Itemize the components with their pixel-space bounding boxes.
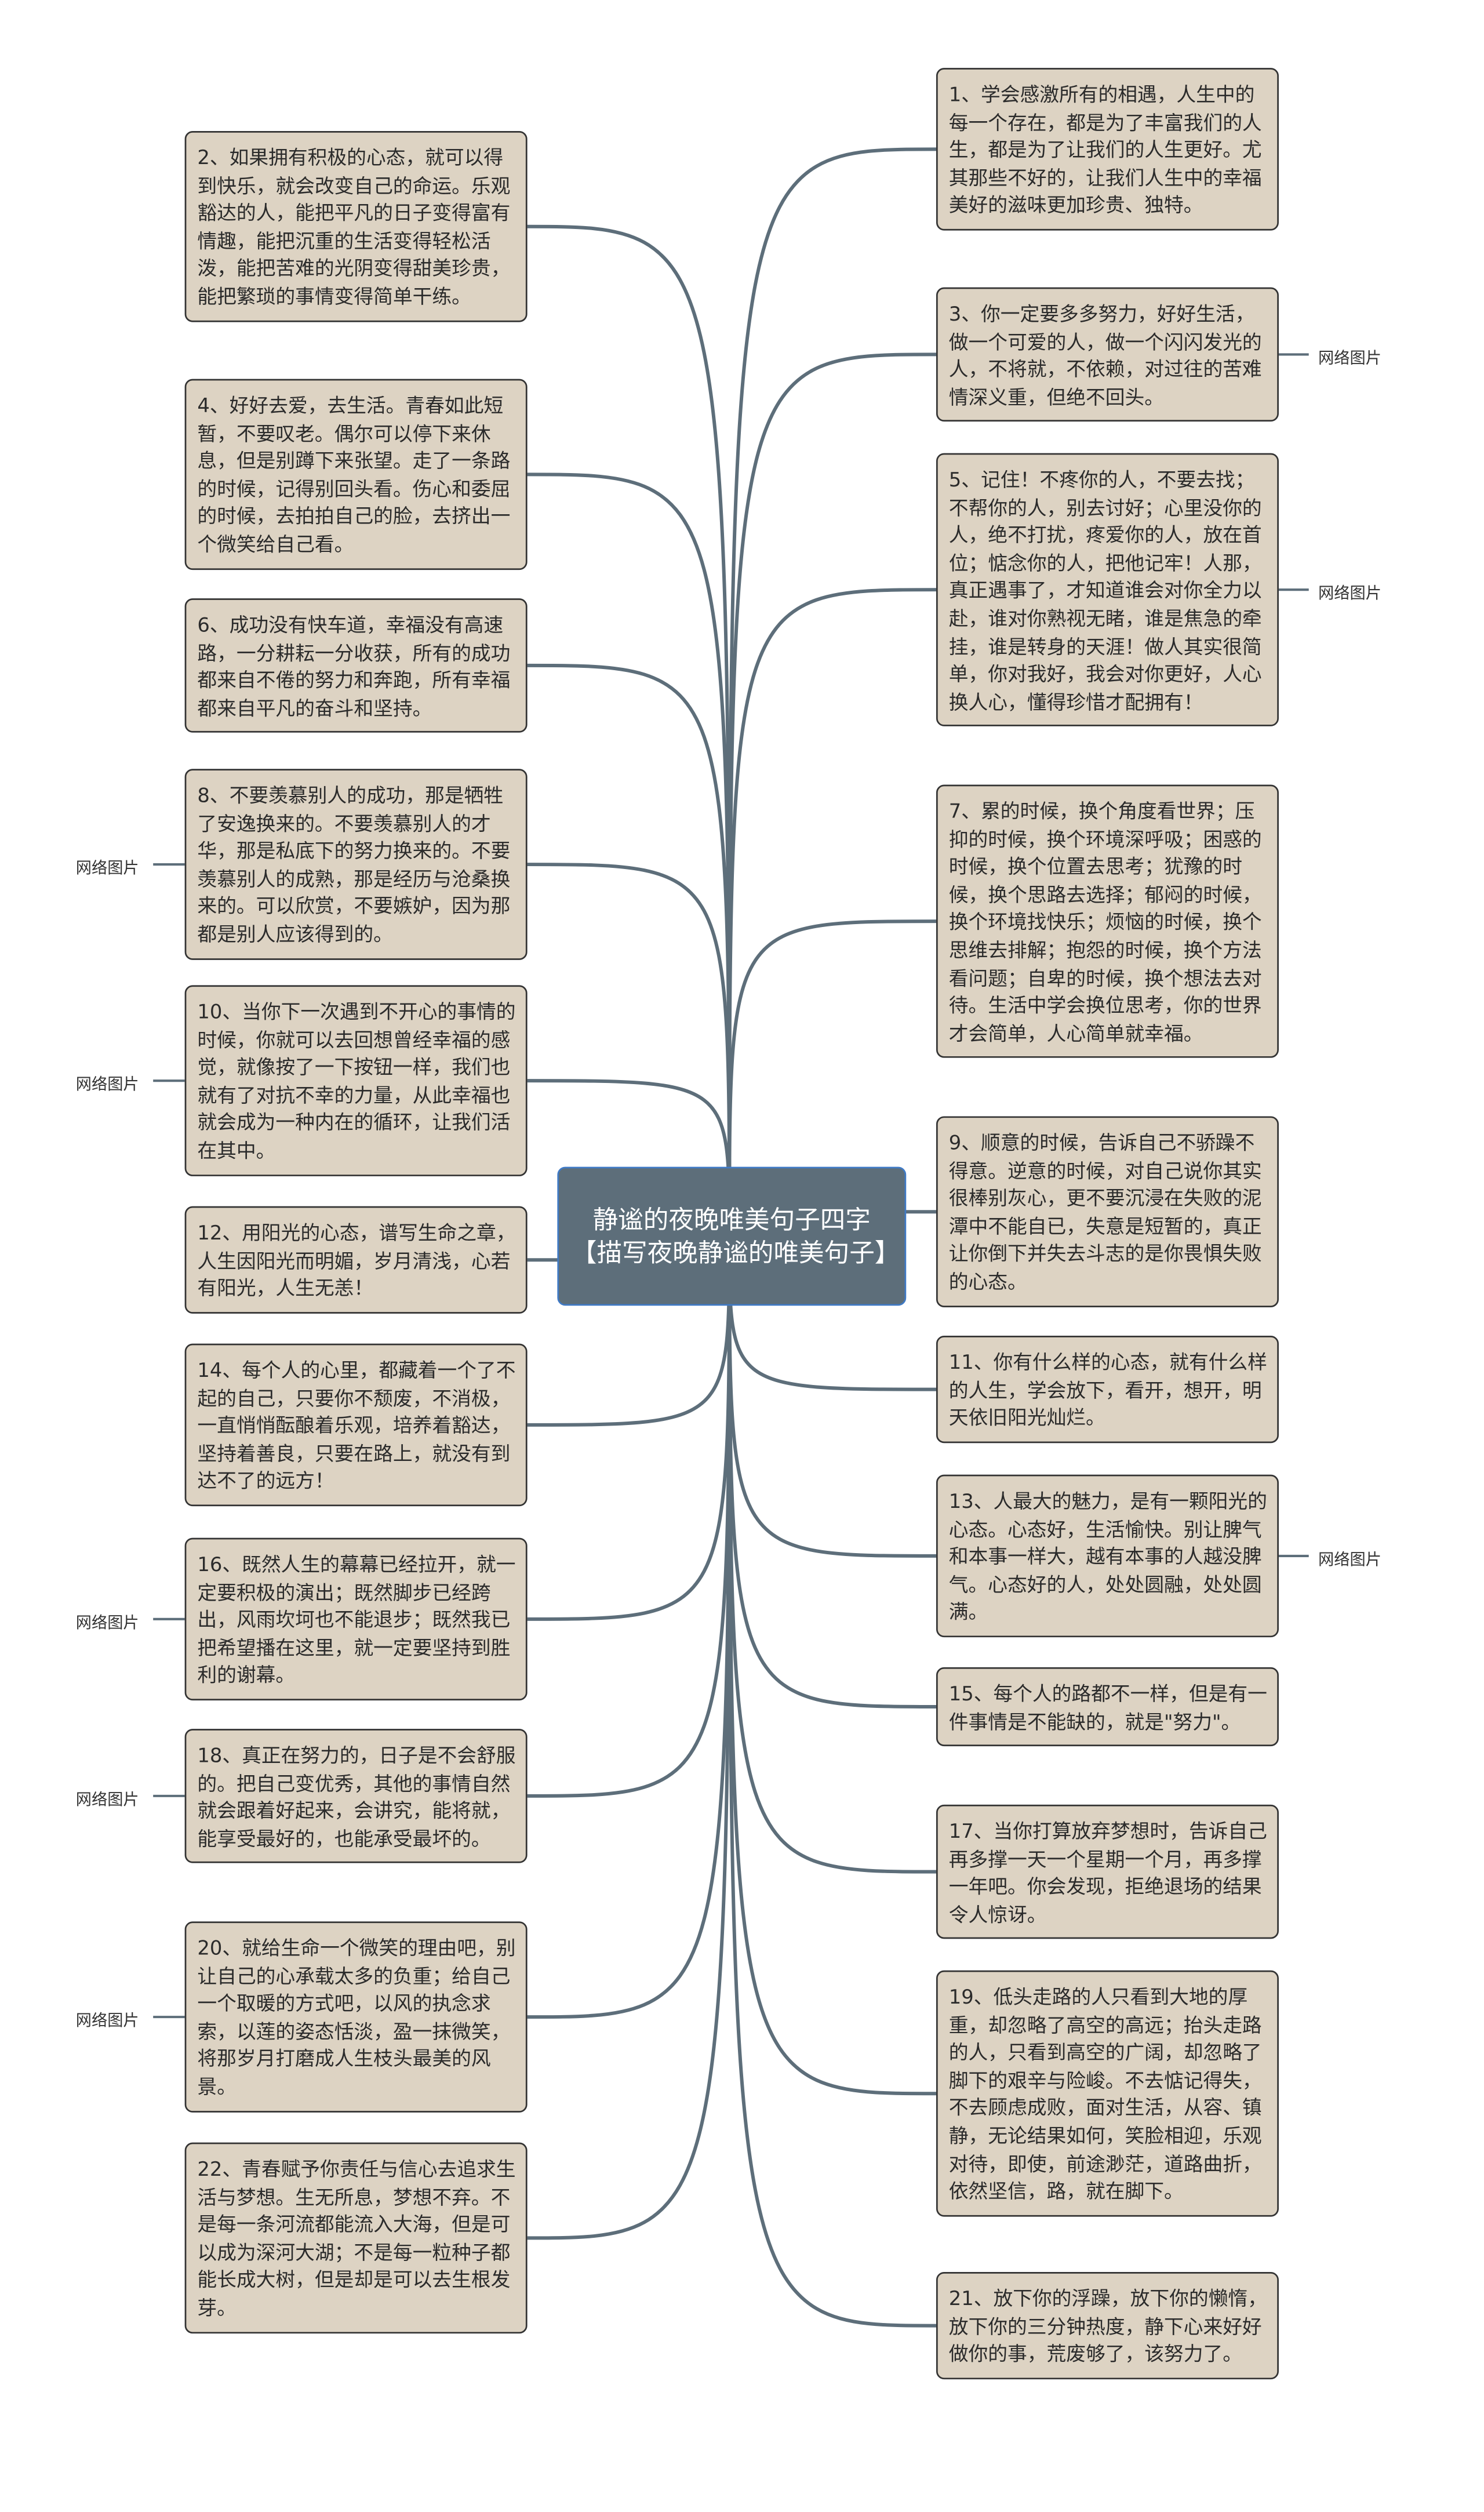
left-topic-11[interactable]: 22、青春赋予你责任与信心去追求生活与梦想。生无所息，梦想不弃。不是每一条河流都… xyxy=(184,2142,528,2333)
connector-right-10 xyxy=(728,1236,936,2096)
connector-right-8 xyxy=(728,1236,936,1708)
connector-right-3 xyxy=(728,588,936,1237)
right-topic-4[interactable]: 7、累的时候，换个角度看世界；压抑的时候，换个环境深呼吸；困惑的时候，换个位置去… xyxy=(936,784,1279,1059)
left-topic-2[interactable]: 4、好好去爱，去生活。青春如此短暂，不要叹老。偶尔可以停下来休息，但是别蹲下来张… xyxy=(184,379,528,569)
image-note-label: 网络图片 xyxy=(75,859,139,877)
connector-left-9 xyxy=(527,1236,732,1798)
image-note-label: 网络图片 xyxy=(75,1614,139,1632)
left-topic-6[interactable]: 12、用阳光的心态，谱写生命之章，人生因阳光而明媚，岁月清浅，心若有阳光，人生无… xyxy=(184,1206,528,1314)
connector-right-11 xyxy=(728,1236,936,2328)
connector-right-1 xyxy=(728,147,936,1237)
central-topic[interactable]: 静谧的夜晚唯美句子四字【描写夜晚静谧的唯美句子】 xyxy=(557,1166,907,1306)
left-topic-8[interactable]: 16、既然人生的幕幕已经拉开，就一定要积极的演出；既然脚步已经跨出，风雨坎坷也不… xyxy=(184,1537,528,1701)
left-topic-9[interactable]: 18、真正在努力的，日子是不会舒服的。把自己变优秀，其他的事情自然就会跟着好起来… xyxy=(184,1729,528,1864)
image-note-label: 网络图片 xyxy=(75,2012,139,2030)
connector-right-2 xyxy=(728,352,936,1237)
central-topic-text: 静谧的夜晚唯美句子四字【描写夜晚静谧的唯美句子】 xyxy=(571,1204,900,1268)
connector-left-2 xyxy=(527,472,732,1237)
connector-left-1 xyxy=(527,224,732,1237)
connector-right-4 xyxy=(728,919,936,1237)
right-topic-5[interactable]: 9、顺意的时候，告诉自己不骄躁不得意。逆意的时候，对自己说你其实很棒别灰心，更不… xyxy=(936,1116,1279,1307)
left-topic-1[interactable]: 2、如果拥有积极的心态，就可以得到快乐，就会改变自己的命运。乐观豁达的人，能把平… xyxy=(184,131,528,322)
right-topic-1[interactable]: 1、学会感激所有的相遇，人生中的每一个存在，都是为了丰富我们的人生，都是为了让我… xyxy=(936,68,1279,231)
right-topic-11[interactable]: 21、放下你的浮躁，放下你的懒惰，放下你的三分钟热度，静下心来好好做你的事，荒废… xyxy=(936,2271,1279,2379)
left-topic-7[interactable]: 14、每个人的心里，都藏着一个了不起的自己，只要你不颓废，不消极，一直悄悄酝酿着… xyxy=(184,1343,528,1507)
right-topic-7[interactable]: 13、人最大的魅力，是有一颗阳光的心态。心态好，生活愉快。别让脾气和本事一样大，… xyxy=(936,1474,1279,1638)
image-note-label: 网络图片 xyxy=(1318,350,1381,368)
right-topic-2[interactable]: 3、你一定要多多努力，好好生活，做一个可爱的人，做一个闪闪发光的人，不将就，不依… xyxy=(936,287,1279,423)
image-note-label: 网络图片 xyxy=(1318,1551,1381,1569)
left-topic-5[interactable]: 10、当你下一次遇到不开心的事情的时候，你就可以去回想曾经幸福的感觉，就像按了一… xyxy=(184,985,528,1176)
image-note-label: 网络图片 xyxy=(1318,585,1381,602)
right-topic-3[interactable]: 5、记住！不疼你的人，不要去找；不帮你的人，别去讨好；心里没你的人，绝不打扰，疼… xyxy=(936,453,1279,727)
connector-left-10 xyxy=(527,1236,732,2019)
image-note-label: 网络图片 xyxy=(75,1791,139,1809)
left-topic-10[interactable]: 20、就给生命一个微笑的理由吧，别让自己的心承载太多的负重；给自己一个取暖的方式… xyxy=(184,1921,528,2112)
right-topic-6[interactable]: 11、你有什么样的心态，就有什么样的人生，学会放下，看开，想开，明天依旧阳光灿烂… xyxy=(936,1335,1279,1443)
connector-left-3 xyxy=(527,663,732,1237)
left-topic-3[interactable]: 6、成功没有快车道，幸福没有高速路，一分耕耘一分收获，所有的成功都来自不倦的努力… xyxy=(184,598,528,733)
right-topic-8[interactable]: 15、每个人的路都不一样，但是有一件事情是不能缺的，就是"努力"。 xyxy=(936,1667,1279,1747)
right-topic-10[interactable]: 19、低头走路的人只看到大地的厚重，却忽略了高空的高远；抬头走路的人，只看到高空… xyxy=(936,1970,1279,2216)
image-note-label: 网络图片 xyxy=(75,1075,139,1093)
right-topic-9[interactable]: 17、当你打算放弃梦想时，告诉自己再多撑一天一个星期一个月，再多撑一年吧。你会发… xyxy=(936,1804,1279,1940)
left-topic-4[interactable]: 8、不要羡慕别人的成功，那是牺牲了安逸换来的。不要羡慕别人的才华，那是私底下的努… xyxy=(184,769,528,959)
